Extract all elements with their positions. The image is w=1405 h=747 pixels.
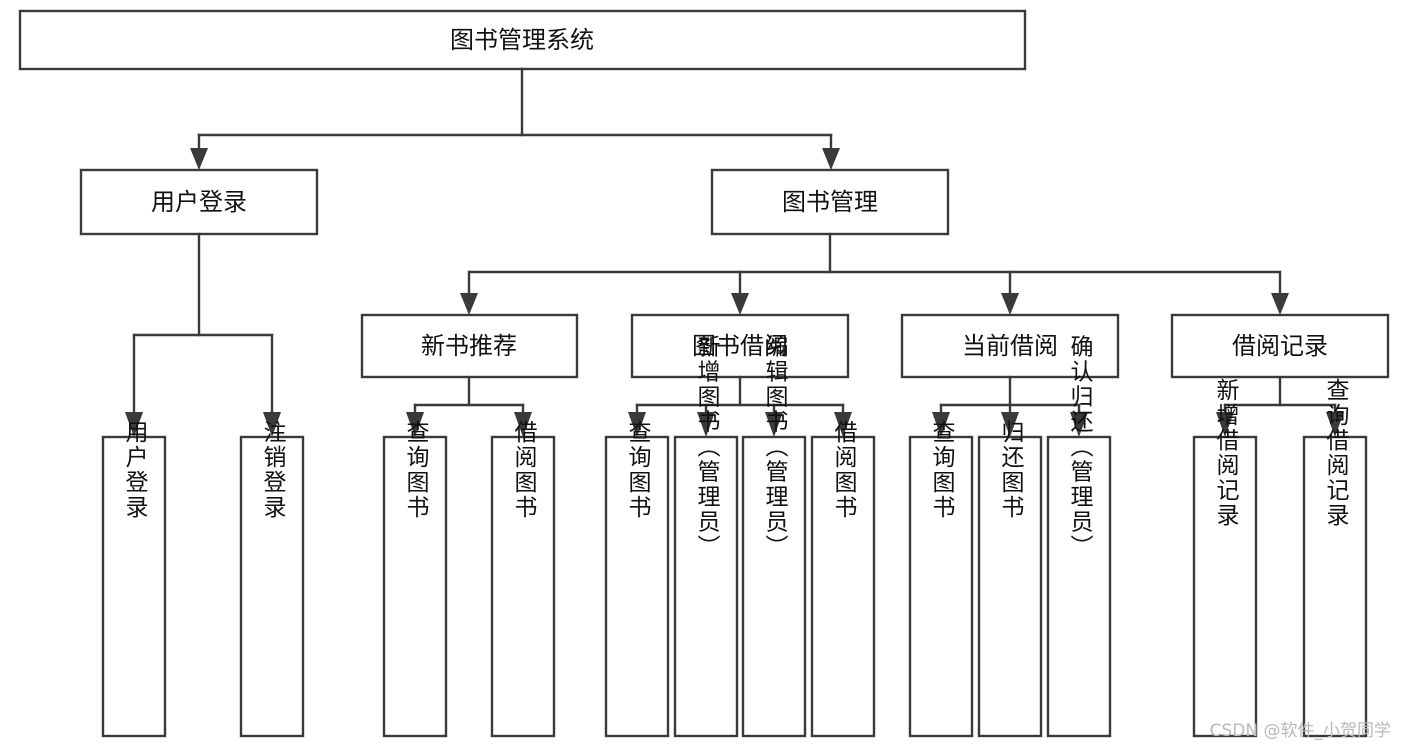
leaf-book-borrow-3-box [810, 435, 876, 738]
leaf-new-book-recommend-0[interactable]: 查询图书 [382, 420, 448, 738]
leaf-user-login-0-box [101, 435, 167, 738]
connector-book-borrow-leaves [628, 375, 852, 437]
arrow-head-icon [1271, 293, 1289, 315]
arrow-head-icon [125, 412, 143, 437]
leaf-book-borrow-0-label: 查询图书 [624, 420, 652, 520]
arrow-head-icon [1001, 412, 1019, 437]
leaf-user-login-0-label: 用户登录 [121, 420, 149, 520]
leaf-current-borrow-1-box [977, 435, 1043, 738]
leaf-new-book-recommend-1-box [490, 435, 556, 738]
node-book-borrow-box [630, 313, 850, 379]
arrow-head-icon [406, 412, 424, 437]
node-borrow-record-box [1170, 313, 1390, 379]
node-user-login-label: 用户登录 [151, 188, 247, 216]
arrow-head-icon [1001, 293, 1019, 315]
connector-borrow-record-leaves [1216, 375, 1344, 437]
node-book-management-label: 图书管理 [782, 188, 878, 216]
leaf-new-book-recommend-1-label: 借阅图书 [510, 420, 538, 520]
leaf-new-book-recommend-0-label: 查询图书 [402, 420, 430, 520]
arrow-head-icon [731, 293, 749, 315]
leaf-current-borrow-2-box [1046, 435, 1112, 738]
leaf-book-borrow-2-box [741, 435, 807, 738]
leaf-current-borrow-2[interactable]: 确认归还（管理员） [1046, 335, 1112, 738]
csdn-watermark: CSDN @软件_小贺同学 [1209, 721, 1391, 741]
leaf-book-borrow-0-box [604, 435, 670, 738]
node-current-borrow[interactable]: 当前借阅 [900, 313, 1120, 379]
leaf-book-borrow-3-label: 借阅图书 [830, 420, 858, 520]
leaf-new-book-recommend-1[interactable]: 借阅图书 [490, 420, 556, 738]
node-borrow-record[interactable]: 借阅记录 [1170, 313, 1390, 379]
arrow-head-icon [460, 293, 478, 315]
node-new-book-recommend-label: 新书推荐 [421, 332, 517, 360]
node-book-borrow[interactable]: 图书借阅 [630, 313, 850, 379]
leaf-book-borrow-0[interactable]: 查询图书 [604, 420, 670, 738]
leaf-book-borrow-1-box [673, 435, 739, 738]
arrow-head-icon [765, 412, 783, 437]
connector-user-login-leaves [125, 232, 281, 437]
leaf-book-borrow-2[interactable]: 编辑图书（管理员） [741, 335, 807, 738]
node-book-management[interactable]: 图书管理 [710, 168, 950, 236]
leaf-borrow-record-1-label: 查询借阅记录 [1322, 378, 1350, 528]
leaf-user-login-0[interactable]: 用户登录 [101, 420, 167, 738]
connector-current-borrow-leaves [932, 375, 1088, 437]
arrow-head-icon [190, 148, 208, 170]
arrow-head-icon [263, 412, 281, 437]
connector-new-book-recommend-leaves [406, 375, 532, 437]
leaf-user-login-1-label: 注销登录 [259, 420, 287, 520]
leaf-borrow-record-0[interactable]: 新增借阅记录 [1192, 378, 1258, 738]
connector-book-management-bus [460, 232, 1289, 315]
arrow-head-icon [1070, 412, 1088, 437]
arrow-head-icon [697, 412, 715, 437]
arrow-head-icon [1326, 412, 1344, 437]
arrow-head-icon [932, 412, 950, 437]
leaf-borrow-record-1[interactable]: 查询借阅记录 [1302, 378, 1368, 738]
leaf-book-borrow-2-label: 编辑图书（管理员） [761, 335, 789, 560]
leaf-current-borrow-2-label: 确认归还（管理员） [1066, 335, 1094, 560]
arrow-head-icon [834, 412, 852, 437]
arrow-head-icon [1216, 412, 1234, 437]
leaf-borrow-record-1-box [1302, 435, 1368, 738]
leaf-book-borrow-3[interactable]: 借阅图书 [810, 420, 876, 738]
leaf-user-login-1-box [239, 435, 305, 738]
arrow-head-icon [514, 412, 532, 437]
leaf-new-book-recommend-0-box [382, 435, 448, 738]
leaf-current-borrow-1-label: 归还图书 [997, 420, 1025, 520]
leaf-current-borrow-0[interactable]: 查询图书 [908, 420, 974, 738]
arrow-head-icon [822, 148, 840, 170]
node-root-label: 图书管理系统 [450, 26, 594, 54]
node-user-login[interactable]: 用户登录 [79, 168, 319, 236]
leaf-current-borrow-1[interactable]: 归还图书 [977, 420, 1043, 738]
leaf-current-borrow-0-box [908, 435, 974, 738]
connector-root-bus [190, 67, 840, 170]
node-user-login-box [79, 168, 319, 236]
node-book-borrow-label: 图书借阅 [692, 332, 788, 360]
leaf-current-borrow-0-label: 查询图书 [928, 420, 956, 520]
leaf-borrow-record-0-box [1192, 435, 1258, 738]
leaf-user-login-1[interactable]: 注销登录 [239, 420, 305, 738]
leaf-borrow-record-0-label: 新增借阅记录 [1212, 378, 1240, 528]
leaf-book-borrow-1[interactable]: 新增图书（管理员） [673, 335, 739, 738]
node-current-borrow-box [900, 313, 1120, 379]
node-root-box [18, 9, 1027, 71]
leaf-book-borrow-1-label: 新增图书（管理员） [693, 335, 721, 560]
node-new-book-recommend[interactable]: 新书推荐 [360, 313, 579, 379]
node-root[interactable]: 图书管理系统 [18, 9, 1027, 71]
node-new-book-recommend-box [360, 313, 579, 379]
node-current-borrow-label: 当前借阅 [962, 332, 1058, 360]
node-borrow-record-label: 借阅记录 [1232, 332, 1328, 360]
arrow-head-icon [628, 412, 646, 437]
